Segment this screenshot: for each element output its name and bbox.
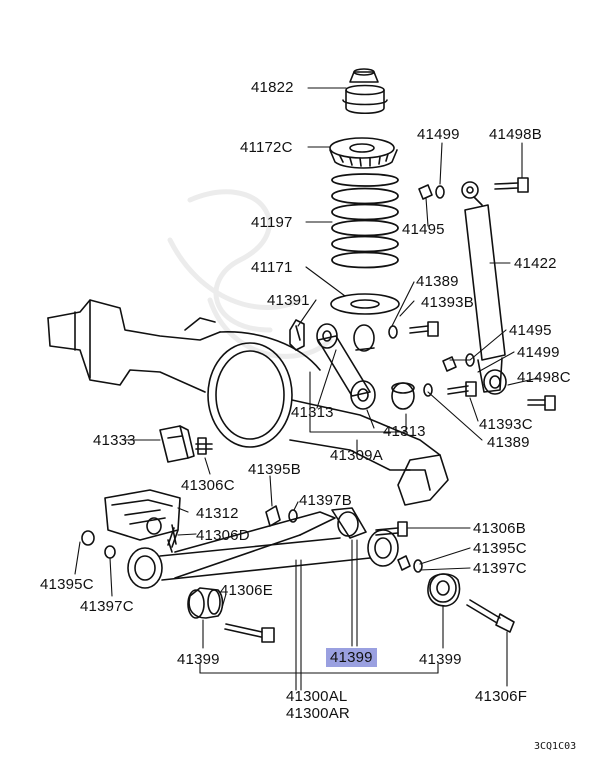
part-label-41391[interactable]: 41391 (267, 292, 310, 309)
part-label-41300al[interactable]: 41300AL (286, 688, 348, 705)
shock-hardware (388, 177, 556, 411)
bump-stopper (342, 68, 388, 115)
coil-spring (331, 173, 399, 269)
lateral-link (316, 323, 415, 410)
bushings (187, 573, 515, 643)
part-label-41498c[interactable]: 41498C (517, 369, 571, 386)
lower-spring-seat (330, 293, 400, 315)
part-label-41397b[interactable]: 41397B (299, 492, 352, 509)
part-label-41499-top[interactable]: 41499 (417, 126, 460, 143)
part-label-41395c-right[interactable]: 41395C (473, 540, 527, 557)
part-label-41197[interactable]: 41197 (251, 214, 293, 231)
part-label-41395b[interactable]: 41395B (248, 461, 301, 478)
part-label-41309a[interactable]: 41309A (330, 447, 383, 464)
spring-seat (329, 137, 398, 169)
axle-housing (47, 299, 449, 506)
part-label-41306f[interactable]: 41306F (475, 688, 528, 705)
part-label-41306d[interactable]: 41306D (196, 527, 250, 544)
part-label-41399-highlighted[interactable]: 41399 (326, 648, 377, 667)
part-label-41389-top[interactable]: 41389 (416, 273, 459, 290)
part-label-41498b[interactable]: 41498B (489, 126, 542, 143)
stopper-block (159, 425, 213, 463)
part-label-41393b[interactable]: 41393B (421, 294, 474, 311)
part-label-41306b[interactable]: 41306B (473, 520, 526, 537)
part-label-41300ar[interactable]: 41300AR (286, 705, 350, 722)
part-label-41313-left[interactable]: 41313 (291, 404, 334, 421)
part-label-41397c-left[interactable]: 41397C (80, 598, 134, 615)
part-label-41393c[interactable]: 41393C (479, 416, 533, 433)
part-label-41312[interactable]: 41312 (196, 505, 239, 522)
part-label-41395c-left[interactable]: 41395C (40, 576, 94, 593)
part-label-41306c[interactable]: 41306C (181, 477, 235, 494)
part-label-41422[interactable]: 41422 (514, 255, 557, 272)
part-label-41172c[interactable]: 41172C (240, 139, 293, 156)
part-label-41306e[interactable]: 41306E (220, 582, 273, 599)
part-label-41333[interactable]: 41333 (93, 432, 136, 449)
bracket (289, 319, 305, 351)
part-label-41495-top[interactable]: 41495 (402, 221, 445, 238)
watermark-logo (167, 189, 333, 359)
part-label-41171[interactable]: 41171 (251, 259, 293, 276)
part-label-41399-left[interactable]: 41399 (177, 651, 220, 668)
lower-control-arm (127, 507, 399, 589)
part-label-41399-right[interactable]: 41399 (419, 651, 462, 668)
part-label-41389-bot[interactable]: 41389 (487, 434, 530, 451)
arm-hardware (81, 505, 423, 573)
part-label-41499-mid[interactable]: 41499 (517, 344, 560, 361)
part-label-41313-right[interactable]: 41313 (383, 423, 426, 440)
leader-lines (74, 87, 539, 691)
part-label-41822[interactable]: 41822 (251, 79, 294, 96)
part-label-41495-mid[interactable]: 41495 (509, 322, 552, 339)
part-label-41397c[interactable]: 41397C (473, 560, 527, 577)
figure-code: 3CQ1C03 (534, 741, 577, 752)
shock-absorber (461, 181, 507, 395)
